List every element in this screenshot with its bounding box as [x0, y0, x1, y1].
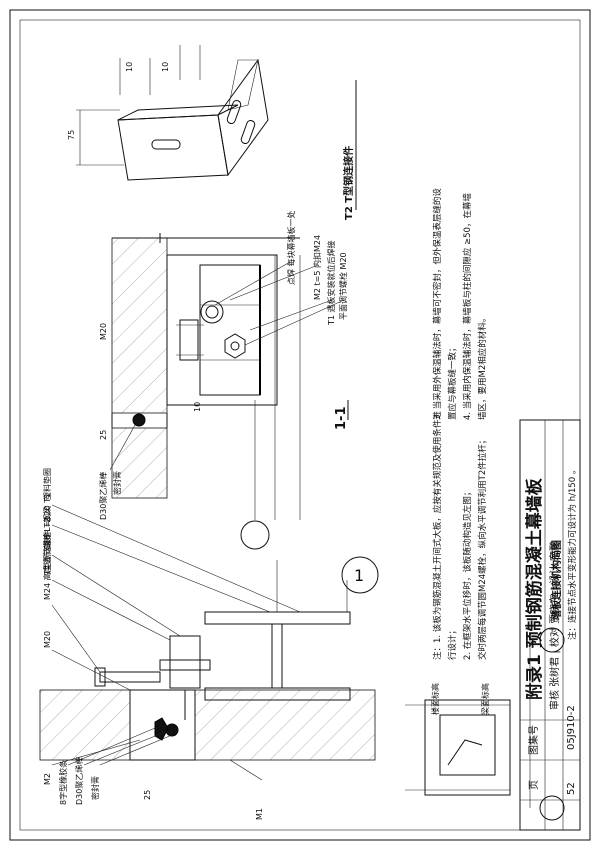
review-row: 审核 张树君 | 校对 贾晓东 | 设计 宗鹏	[548, 541, 561, 710]
note-line-7: 4. 当采用内保温辅法时，幕墙板与柱的间隙应 ≥50，在幕墙	[462, 193, 473, 420]
atlas-no: 05J910-2	[566, 705, 577, 750]
atlas-no-label: 图集号	[527, 725, 540, 755]
notes-block: 注：1. 该板为钢筋混凝土开间式大板，应按有关规范及使用条件进 行设计； 2. …	[432, 188, 488, 660]
dim-10-c: 10	[193, 402, 202, 412]
left-caption: 墙板连接机构简图	[550, 540, 563, 620]
label-c18: C18 L=120 T1	[43, 493, 52, 550]
section-label: 1-1	[334, 407, 349, 431]
label-beam-top: 梁面标高	[480, 683, 490, 715]
note-line-2: 行设计；	[447, 626, 458, 660]
label-m20: M20	[43, 631, 52, 648]
sheet-border	[9, 9, 591, 841]
label-t1-weld: T1 遇板安装就位后焊接	[326, 240, 336, 326]
dim-10-a: 10	[125, 62, 134, 72]
t2-connector-view: T2 T型钢连接件 75 10 10	[67, 45, 357, 220]
dim-25-b: 25	[143, 790, 152, 800]
circle-label: 1	[354, 566, 364, 585]
left-connection-diagram: 1 墙板连接机构简图 注：连接节点水平变形能力可设计为 h/150 。 M24 …	[39, 466, 578, 821]
page-no: 52	[566, 782, 577, 795]
label-strip8: 8字型橡胶条	[58, 760, 68, 805]
note-line-4: 交时两层每调节圆M24螺栓，纵向水平调节利用T2件拉杆；	[477, 436, 488, 660]
label-t2: T型钢连接件 T2	[42, 518, 52, 576]
note-line-8: 墙区，要用M2相应的材料。	[477, 314, 488, 420]
section-1-1: 1-1 M20 M2 t=5 内扣M24 点焊 每块幕墙板一处 T1 遇板安装就…	[98, 210, 349, 550]
note-line-1: 注：1. 该板为钢筋混凝土开间式大板，应按有关规范及使用条件进	[432, 411, 443, 660]
label-floor-h: 楼面标高	[430, 683, 440, 715]
label-m1: M1	[255, 808, 264, 820]
label-m2-plate: M2 t=5 内扣M24	[312, 235, 322, 300]
page-label: 页	[528, 780, 540, 790]
label-m20-side: M20	[99, 323, 108, 340]
note-line-5: 3. 当采用外保温辅法时，幕墙可不密封，但外保温表层缝的设	[432, 188, 443, 420]
label-m2: M2	[43, 773, 52, 785]
label-pad: 塑料垫圈	[42, 468, 52, 500]
label-d30: D30聚乙烯棒	[74, 757, 84, 805]
label-steel-beam: 钢梁	[42, 506, 52, 522]
label-sealant-b: 密封膏	[112, 471, 122, 495]
label-weld: 点焊 每块幕墙板一处	[286, 210, 296, 285]
dim-75: 75	[67, 130, 76, 140]
dim-10-b: 10	[161, 62, 170, 72]
note-line-3: 2. 在框架水平位移时，该板随动构造见左图；	[462, 488, 473, 660]
label-horiz-bolt: 平面调节螺栓 M20	[338, 252, 348, 320]
left-note: 注：连接节点水平变形能力可设计为 h/150 。	[567, 466, 578, 640]
label-d30-b: D30聚乙烯棒	[98, 472, 108, 520]
note-line-6: 置应与幕板缝一致；	[447, 343, 458, 420]
dim-25: 25	[99, 430, 108, 440]
sheet-title: 附录1 预制钢筋混凝土幕墙板	[524, 477, 545, 700]
label-m24-bolt: M24 高度调节螺栓	[42, 532, 52, 600]
label-sealant: 密封膏	[90, 776, 100, 800]
t2-title: T2 T型钢连接件	[342, 146, 355, 220]
